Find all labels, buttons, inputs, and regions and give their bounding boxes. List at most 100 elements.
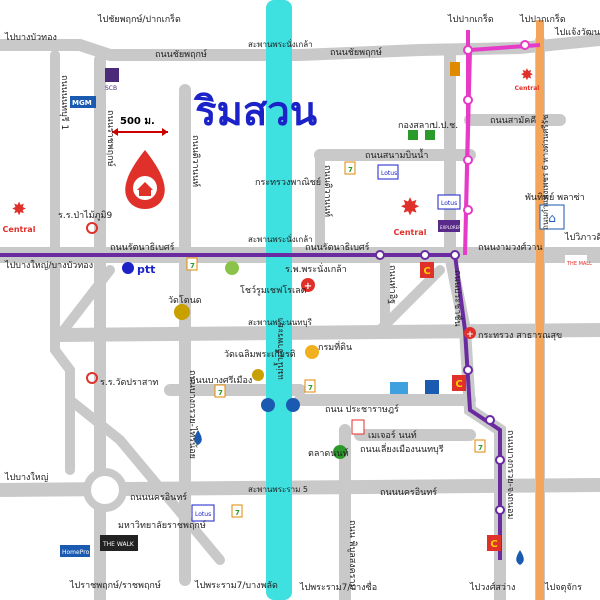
svg-text:C: C xyxy=(455,379,462,390)
label-kamphaeng: ถนนกำแพงเพชร 6 ทางด่วนศรีรัช xyxy=(541,114,550,230)
label-bridge-mid: สะพานพระนั่งเกล้า xyxy=(248,233,313,244)
wat-tonnon-marker xyxy=(174,304,190,320)
label-top-pakkret2: ไปปากเกร็ด xyxy=(519,12,566,25)
temple-icon-1 xyxy=(252,369,264,381)
bank-icon-1 xyxy=(425,380,439,394)
station-7[interactable] xyxy=(495,505,505,515)
location-pin-icon[interactable] xyxy=(125,150,165,209)
station-4[interactable] xyxy=(463,365,473,375)
scale-bar: 500 ม. xyxy=(112,116,168,136)
label-bottom-rama7: ไปพระราม7/บางพลัด xyxy=(194,580,278,591)
label-rs-watpraskat: ร.ร.วัดปราสาท xyxy=(100,378,158,388)
central-left-logo: ✸ Central xyxy=(3,195,36,234)
svg-text:Lotus: Lotus xyxy=(381,170,397,177)
svg-text:⌂: ⌂ xyxy=(548,211,556,225)
label-bottom-ratchaphruek: ไปราชพฤกษ์/ราชพฤกษ์ xyxy=(69,579,161,591)
label-post: ป.ป.ช. xyxy=(432,121,458,131)
label-bangyai: ไปบางใหญ่/บางบัวทอง xyxy=(4,260,93,271)
pink-station-2[interactable] xyxy=(463,95,473,105)
hotel-icon xyxy=(450,62,460,76)
ss-icon-2 xyxy=(86,372,98,384)
svg-text:Central: Central xyxy=(515,85,540,92)
station-1[interactable] xyxy=(375,250,385,260)
label-phibun: ถนน พิบูลสงคราม xyxy=(347,520,358,590)
ptt-drop-icon xyxy=(194,430,202,445)
label-sanambinnam: ถนนสนามบินน้ำ xyxy=(365,148,428,161)
label-top-pakkret: ไปปากเกร็ด xyxy=(447,12,494,25)
bus-icon-1 xyxy=(261,398,275,412)
road-bridge-nonburi xyxy=(53,323,600,342)
label-v-rachaphruek2: ถนนติวานนท์ xyxy=(190,135,202,187)
svg-text:HomePro: HomePro xyxy=(62,549,90,556)
label-bridge-rama5: สะพานพระราม 5 xyxy=(248,485,308,494)
label-nakhon-in-right: ถนนนครอินทร์ xyxy=(380,486,437,498)
label-nakhon-in-left: ถนนนครอินทร์ xyxy=(130,491,187,503)
label-wat-chaloem: วัดเฉลิมพระเกียรติ xyxy=(224,349,296,360)
label-vibhavadi: ไปวิภาวดี xyxy=(564,232,600,243)
label-sirinthorn: พันทิพย์ พลาซ่า xyxy=(525,191,585,203)
post-icon xyxy=(425,130,435,140)
label-bottom-rama7-2: ไปพระราม7/บางซื่อ xyxy=(299,580,377,593)
road-diag-1 xyxy=(65,395,225,565)
svg-text:Lotus: Lotus xyxy=(441,200,457,207)
station-2[interactable] xyxy=(420,250,430,260)
svg-text:THE WALK: THE WALK xyxy=(102,541,135,548)
pink-station-3[interactable] xyxy=(463,155,473,165)
label-ratchawithi: ถนนบางกรวย-จงถนอม xyxy=(505,430,515,519)
label-market: ตลาดนนท์ xyxy=(308,447,349,459)
the-walk-logo xyxy=(100,535,138,551)
label-ratanathibet-left: ถนนรัตนาธิเบศร์ xyxy=(110,241,175,253)
chao-phraya-river xyxy=(266,0,292,600)
pink-station-5[interactable] xyxy=(520,40,530,50)
station-5[interactable] xyxy=(485,415,495,425)
svg-text:Central: Central xyxy=(3,225,36,234)
road-diag-2 xyxy=(375,265,445,335)
svg-text:Lotus: Lotus xyxy=(195,511,211,518)
market-marker xyxy=(333,445,347,459)
label-samakkhi: ถนนสามัคคี xyxy=(490,115,536,126)
pink-station-1[interactable] xyxy=(463,45,473,55)
vertical-labels: ถนนนนทบุรี 1 ถนนราชพฤกษ์ ถนนติวานนท์ แม่… xyxy=(59,75,550,590)
mgm-logo xyxy=(70,96,96,108)
bank-icon-2 xyxy=(390,382,408,394)
label-top-chaengwattana: ไปแจ้งวัฒนะ xyxy=(554,27,600,38)
ptt-drop-icon-2 xyxy=(516,550,524,565)
health-ministry-icon xyxy=(464,327,476,339)
svg-text:Central: Central xyxy=(394,228,427,237)
label-tha-it: ถนนท่าอิฐ xyxy=(387,265,398,304)
pink-station-4[interactable] xyxy=(463,205,473,215)
svg-text:7: 7 xyxy=(235,509,240,517)
label-khae-rai: ถนนประชาชื่น xyxy=(452,270,465,327)
ptt-logo: ptt xyxy=(122,262,155,276)
station-6[interactable] xyxy=(495,455,505,465)
hospital-icon xyxy=(301,278,315,292)
label-bangsrimuang: ถนนบางศรีเมือง xyxy=(190,375,252,386)
label-bottom-bangyai: ไปบางใหญ่ xyxy=(4,472,49,483)
label-commerce: กระทรวงพาณิชย์ xyxy=(255,176,321,188)
seven-eleven-icons: 7 7 7 7 7 7 xyxy=(186,161,486,518)
label-top-chaiyaphruek: ไปชัยพฤกษ์/ปากเกร็ด xyxy=(97,12,181,25)
label-pracharat: ถนน ประชาราษฎร์ xyxy=(325,403,399,415)
chokechai-marker xyxy=(225,261,239,275)
svg-text:ptt: ptt xyxy=(137,263,155,276)
label-bottom-chatuchak: ไปจตุจักร xyxy=(544,582,582,593)
label-bottom-wongsawang: ไปวงศ์สว่าง xyxy=(469,581,515,593)
homepro-logo xyxy=(60,545,90,557)
tesco-mid-logo xyxy=(437,194,461,210)
purple-stations xyxy=(375,250,505,515)
svg-text:MGM: MGM xyxy=(72,99,92,107)
expressway-line xyxy=(536,20,544,600)
svg-text:C: C xyxy=(490,539,497,550)
explorer-logo xyxy=(438,220,460,232)
label-krom-thidin: กรมที่ดิน xyxy=(318,340,352,353)
station-3[interactable] xyxy=(450,250,460,260)
label-mall-nonthaburi: เมเจอร์ นนท์ xyxy=(368,429,417,441)
svg-text:+: + xyxy=(466,330,474,340)
bigc-icons: C C C xyxy=(420,262,501,551)
label-chaiyaphruek-right: ถนนชัยพฤกษ์ xyxy=(330,46,382,58)
label-rs-nonthaburi: ร.ร.ป่าไม้ภูมิ9 xyxy=(58,210,112,221)
ss-icon-1 xyxy=(86,222,98,234)
label-hospital: ร.พ.พระนั่งเกล้า xyxy=(285,262,347,275)
